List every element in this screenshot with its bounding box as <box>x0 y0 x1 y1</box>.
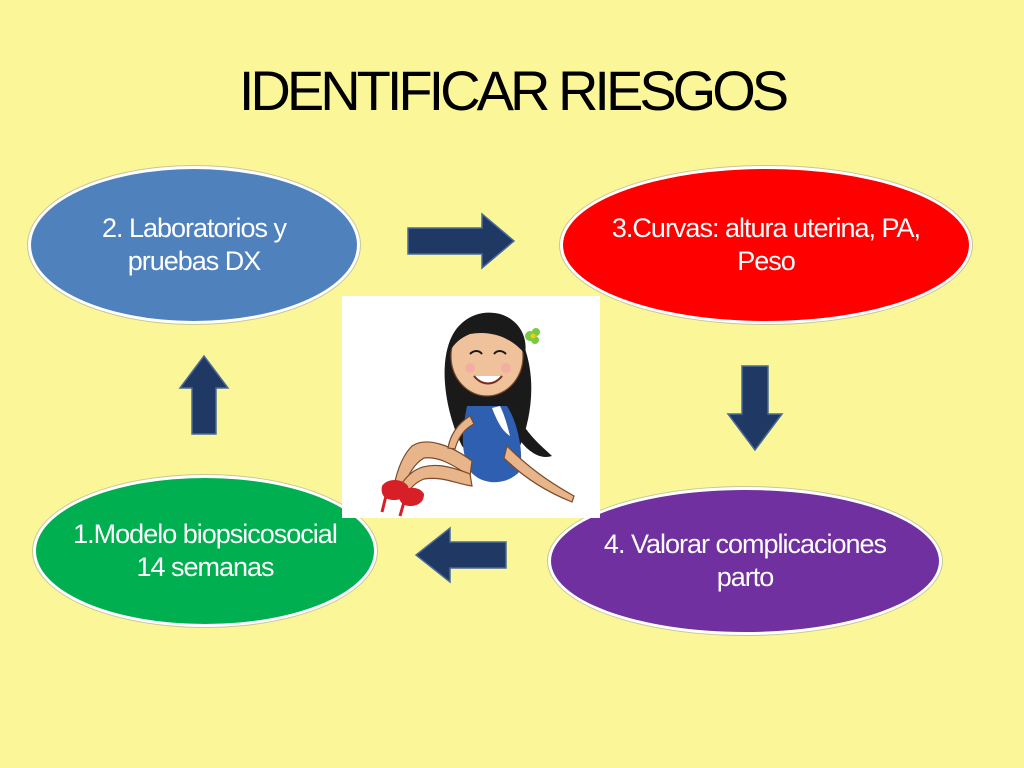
center-illustration <box>342 296 600 518</box>
step-curvas: 3.Curvas: altura uterina, PA, Peso <box>560 166 972 324</box>
step-modelo: 1.Modelo biopsicosocial 14 semanas <box>33 475 377 627</box>
arrow-right-icon <box>407 212 516 270</box>
step-modelo-label: 1.Modelo biopsicosocial 14 semanas <box>73 519 338 582</box>
step-laboratorios: 2. Laboratorios y pruebas DX <box>28 166 360 324</box>
step-curvas-label: 3.Curvas: altura uterina, PA, Peso <box>611 213 921 276</box>
cartoon-woman-sitting-icon <box>380 312 575 517</box>
arrow-up-icon <box>178 354 230 435</box>
step-valorar-label: 4. Valorar complicaciones parto <box>603 529 887 592</box>
arrow-down-icon <box>726 365 784 452</box>
arrow-left-icon <box>414 526 507 584</box>
step-laboratorios-label: 2. Laboratorios y pruebas DX <box>101 213 287 276</box>
step-valorar: 4. Valorar complicaciones parto <box>548 487 942 635</box>
slide-title: IDENTIFICAR RIESGOS <box>238 59 789 122</box>
